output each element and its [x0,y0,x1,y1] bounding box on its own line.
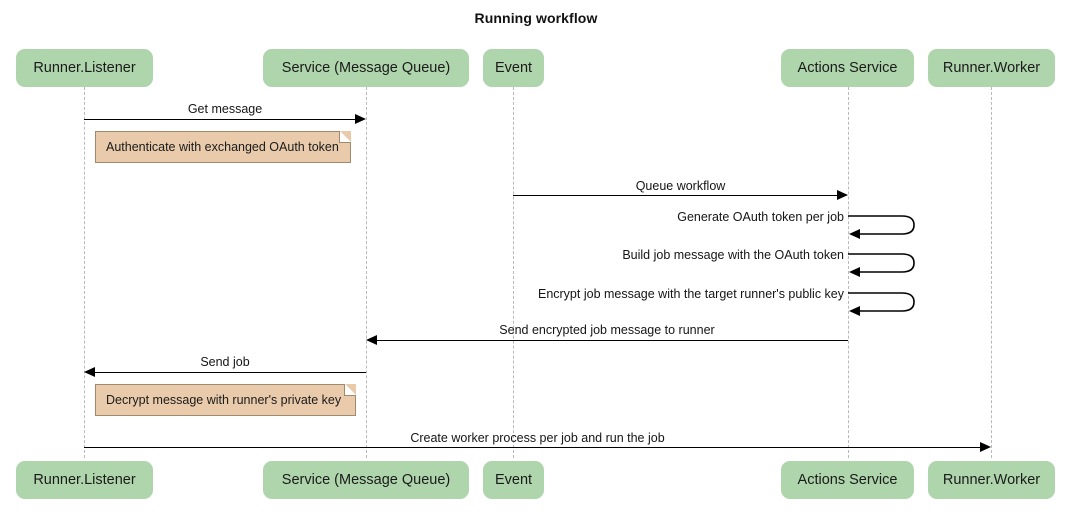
message-label-generate-oauth-token: Generate OAuth token per job [677,210,844,224]
participant-label: Event [494,472,533,488]
participant-actions-service-bottom[interactable]: Actions Service [781,461,914,499]
lifeline-event [513,87,514,458]
self-loop-generate-oauth-token [846,209,920,241]
participant-label: Runner.Listener [33,60,136,76]
self-loop-build-job-message [846,247,920,279]
participant-runner-listener-top[interactable]: Runner.Listener [16,49,153,87]
participant-runner-worker-bottom[interactable]: Runner.Worker [928,461,1055,499]
note-decrypt-message: Decrypt message with runner's private ke… [95,384,356,416]
page-title: Running workflow [474,10,598,26]
message-label-get-message: Get message [187,102,263,116]
message-label-queue-workflow: Queue workflow [635,179,726,193]
note-label: Decrypt message with runner's private ke… [106,393,342,407]
message-label-build-job-message: Build job message with the OAuth token [622,248,844,262]
participant-label: Actions Service [797,472,898,488]
participant-runner-listener-bottom[interactable]: Runner.Listener [16,461,153,499]
lifeline-runner-worker [991,87,992,458]
participant-label: Service (Message Queue) [281,472,451,488]
arrowhead-queue-workflow [837,190,848,200]
arrowhead-send-job [84,367,95,377]
note-label: Authenticate with exchanged OAuth token [106,140,339,154]
message-label-create-worker-process: Create worker process per job and run th… [410,431,665,445]
self-loop-encrypt-job-message [846,286,920,318]
participant-label: Runner.Worker [942,472,1041,488]
participant-label: Runner.Listener [33,472,136,488]
participant-runner-worker-top[interactable]: Runner.Worker [928,49,1055,87]
message-line-send-encrypted-job-message [377,340,848,341]
participant-label: Runner.Worker [942,60,1041,76]
participant-label: Actions Service [797,60,898,76]
participant-label: Event [494,60,533,76]
note-fold-triangle-icon [345,384,356,395]
note-authenticate-oauth: Authenticate with exchanged OAuth token [95,131,351,163]
lifeline-service-message-queue [366,87,367,458]
participant-service-message-queue-bottom[interactable]: Service (Message Queue) [263,461,469,499]
message-line-send-job [95,372,366,373]
message-line-queue-workflow [513,195,838,196]
message-line-create-worker-process [84,447,981,448]
participant-label: Service (Message Queue) [281,60,451,76]
participant-event-bottom[interactable]: Event [483,461,544,499]
message-label-send-encrypted-job-message: Send encrypted job message to runner [499,323,715,337]
lifeline-runner-listener [84,87,85,458]
arrowhead-create-worker-process [980,442,991,452]
arrowhead-send-encrypted-job-message [366,335,377,345]
note-fold-triangle-icon [340,131,351,142]
participant-actions-service-top[interactable]: Actions Service [781,49,914,87]
participant-event-top[interactable]: Event [483,49,544,87]
arrowhead-get-message [355,114,366,124]
message-line-get-message [84,119,356,120]
message-label-encrypt-job-message: Encrypt job message with the target runn… [537,287,844,301]
message-label-send-job: Send job [200,355,250,369]
lifeline-actions-service [848,87,849,458]
participant-service-message-queue-top[interactable]: Service (Message Queue) [263,49,469,87]
